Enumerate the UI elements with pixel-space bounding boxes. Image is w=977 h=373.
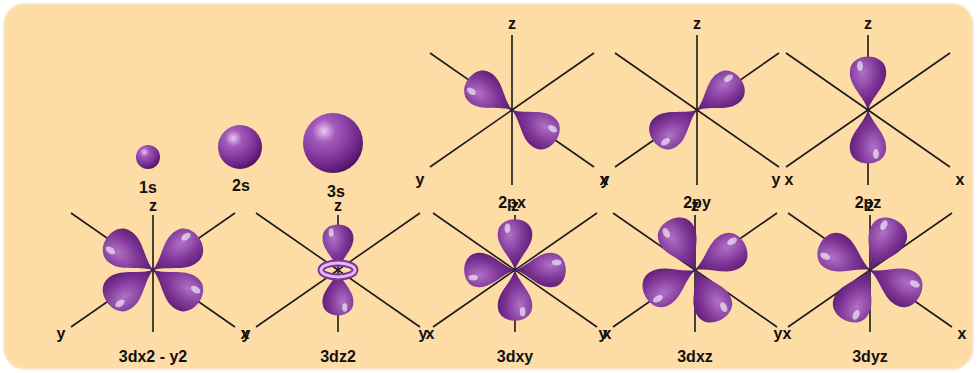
axis-label: z (693, 15, 701, 33)
orbital-label: 3dx2 - y2 (119, 348, 187, 366)
orbital-label: 3dyz (852, 348, 888, 366)
axis-label: y (774, 325, 783, 343)
axis-label: x (956, 171, 965, 189)
orbital-label: 1s (139, 179, 157, 197)
axis-label: z (864, 15, 872, 33)
axis-label: x (958, 325, 967, 343)
axis-label: y (772, 171, 781, 189)
axis-label: y (57, 325, 66, 343)
orbital-label: 3dz2 (320, 348, 356, 366)
axis-label: z (511, 197, 519, 215)
axis-label: y (416, 171, 425, 189)
axis-label: x (783, 325, 792, 343)
orbital-label: 3dxy (497, 348, 533, 366)
axis-label: z (508, 15, 516, 33)
axis-label: y (599, 325, 608, 343)
axis-label: y (601, 171, 610, 189)
axis-label: y (242, 325, 251, 343)
axis-label: x (785, 171, 794, 189)
axis-label: z (866, 197, 874, 215)
axis-label: z (691, 197, 699, 215)
orbital-label: 2s (232, 177, 250, 195)
axis-label: z (334, 197, 342, 215)
axis-label: y (419, 325, 428, 343)
orbital-label: 3dxz (677, 348, 713, 366)
axis-label: z (149, 197, 157, 215)
